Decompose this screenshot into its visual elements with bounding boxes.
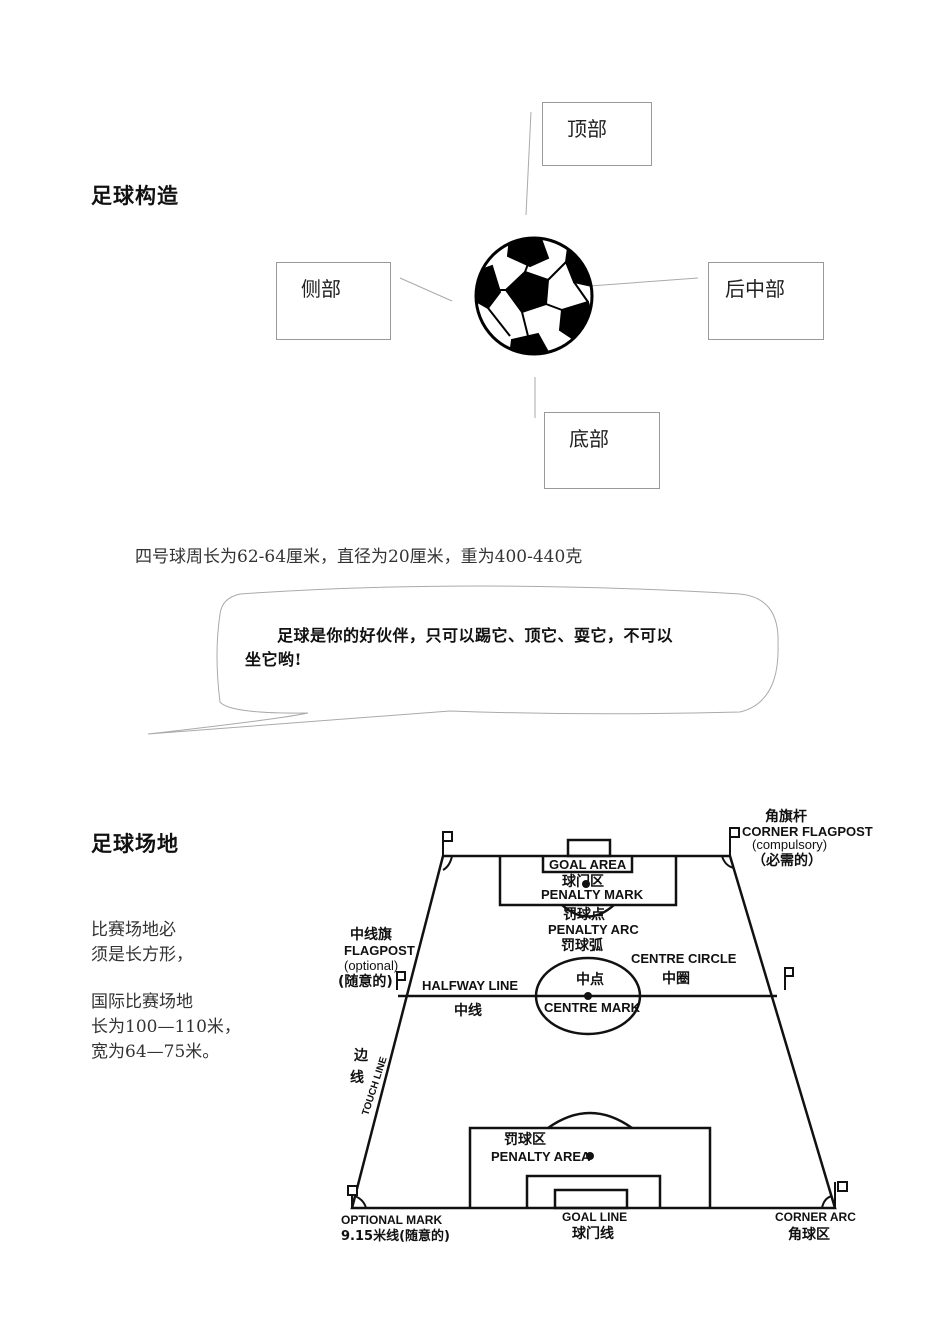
connector-top	[525, 111, 532, 216]
penalty-arc-cn: 罚球弧	[561, 937, 603, 954]
bubble-line-1: 足球是你的好伙伴，只可以踢它、顶它、耍它，不可以	[277, 626, 674, 645]
goal-line-cn: 球门线	[572, 1225, 614, 1242]
top-goal-area	[541, 856, 634, 874]
speech-bubble	[147, 585, 779, 735]
ball-spec-text: 四号球周长为62-64厘米，直径为20厘米，重为400-440克	[135, 547, 583, 567]
flagpost-en: FLAGPOST	[344, 943, 415, 958]
bottom-penalty-mark-dot	[586, 1152, 594, 1160]
corner-arc-en: CORNER ARC	[775, 1210, 856, 1224]
size-line-1: 国际比赛场地	[91, 992, 193, 1012]
centre-circle	[534, 956, 642, 1036]
bubble-text: 足球是你的好伙伴，只可以踢它、顶它、耍它，不可以 坐它哟!	[245, 624, 765, 672]
penalty-mark-en: PENALTY MARK	[541, 887, 644, 902]
size-line-2: 长为100—110米，	[91, 1017, 241, 1037]
ball-diagram	[399, 111, 699, 418]
field-size-text: 国际比赛场地 长为100—110米， 宽为64—75米。	[91, 990, 241, 1065]
centre-circle-cn: 中圈	[662, 970, 690, 987]
optional-en: (optional)	[344, 958, 398, 973]
centre-mark-dot	[584, 992, 592, 1000]
bubble-line-2: 坐它哟!	[245, 650, 303, 669]
touch-line-en: TOUCH LINE	[360, 1055, 389, 1117]
goal-area-cn: 球门区	[562, 873, 604, 890]
bottom-goal-area	[525, 1174, 662, 1208]
corner-flag-icon	[347, 1185, 358, 1208]
penalty-area-cn: 罚球区	[504, 1131, 546, 1148]
field-rule-text: 比赛场地必 须是长方形，	[91, 918, 193, 968]
top-penalty-mark-dot	[582, 880, 590, 888]
compulsory-en: (compulsory)	[752, 837, 827, 852]
penalty-mark-cn: 罚球点	[563, 906, 605, 923]
corner-flag-icon	[729, 827, 740, 856]
compulsory-cn: （必需的）	[752, 852, 822, 869]
section-heading-field: 足球场地	[91, 831, 179, 856]
label-box-top: 顶部	[542, 102, 652, 166]
top-goal	[566, 838, 612, 858]
corner-flag-icon	[834, 1181, 848, 1208]
penalty-area-en: PENALTY AREA	[491, 1149, 591, 1164]
goal-area-en: GOAL AREA	[549, 857, 627, 872]
touch-line-cn-2: 线	[350, 1069, 364, 1086]
connector-side	[399, 277, 453, 302]
label-bottom: 底部	[569, 427, 609, 451]
corner-flagpost-en: CORNER FLAGPOST	[742, 824, 873, 839]
rule-line-1: 比赛场地必	[91, 920, 176, 940]
corner-flag-icon	[442, 831, 453, 856]
bottom-goal	[553, 1188, 629, 1210]
centre-circle-en: CENTRE CIRCLE	[631, 951, 737, 966]
touch-line-cn-1: 边	[353, 1048, 369, 1064]
label-box-bottom: 底部	[544, 412, 660, 489]
label-box-back-center: 后中部	[708, 262, 824, 340]
soccer-ball-icon	[474, 236, 594, 356]
corner-arc-cn: 角球区	[788, 1226, 830, 1243]
corner-flagpost-cn: 角旗杆	[765, 808, 807, 825]
centre-mark-cn: 中点	[576, 971, 604, 988]
bottom-penalty-arc	[547, 1111, 633, 1130]
goal-line-en: GOAL LINE	[562, 1210, 627, 1224]
penalty-arc-en: PENALTY ARC	[548, 922, 639, 937]
optional-mark-cn: 9.15米线(随意的)	[341, 1228, 450, 1244]
optional-cn: (随意的)	[338, 973, 393, 990]
label-back-center: 后中部	[725, 277, 785, 301]
bottom-penalty-area	[468, 1126, 712, 1208]
halfway-line-en: HALFWAY LINE	[422, 978, 518, 993]
centre-mark-en: CENTRE MARK	[544, 1000, 641, 1015]
midline-flag-cn: 中线旗	[350, 926, 392, 943]
midline-flag-icon	[784, 967, 794, 990]
top-penalty-area	[498, 856, 678, 907]
midline-flag-icon	[396, 971, 406, 990]
halfway-line-cn: 中线	[454, 1002, 482, 1019]
label-box-side: 侧部	[276, 262, 391, 340]
rule-line-2: 须是长方形，	[91, 945, 193, 965]
section-heading-structure: 足球构造	[91, 183, 179, 208]
top-penalty-arc	[561, 904, 615, 918]
label-top: 顶部	[567, 117, 607, 141]
label-side: 侧部	[301, 277, 341, 301]
size-line-3: 宽为64—75米。	[91, 1042, 220, 1062]
optional-mark-en: OPTIONAL MARK	[341, 1213, 442, 1227]
